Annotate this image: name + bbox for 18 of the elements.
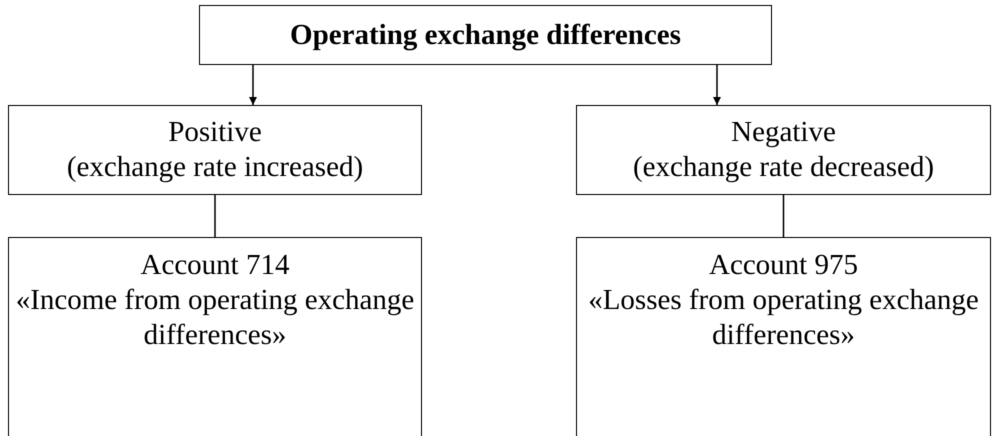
text-box <box>199 5 772 65</box>
text-box <box>8 237 422 436</box>
body-text: (exchange rate decreased) <box>632 150 934 185</box>
body-text: «Income from operating exchange differences» <box>15 283 415 353</box>
connector-line <box>214 195 216 237</box>
heading-text: Operating exchange differences <box>290 18 681 52</box>
heading-text: Account 714 <box>140 248 290 283</box>
heading-text: Account 975 <box>709 248 858 283</box>
body-text: (exchange rate increased) <box>66 150 364 185</box>
heading-text: Positive <box>168 115 262 150</box>
text-box <box>576 105 991 195</box>
arrow <box>249 65 257 105</box>
text-box <box>576 237 991 436</box>
heading-text: Negative <box>731 115 836 150</box>
body-text: «Losses from operating exchange differences» <box>587 283 980 353</box>
text-box <box>8 105 422 195</box>
arrow <box>713 65 721 105</box>
connector-line <box>782 195 784 237</box>
